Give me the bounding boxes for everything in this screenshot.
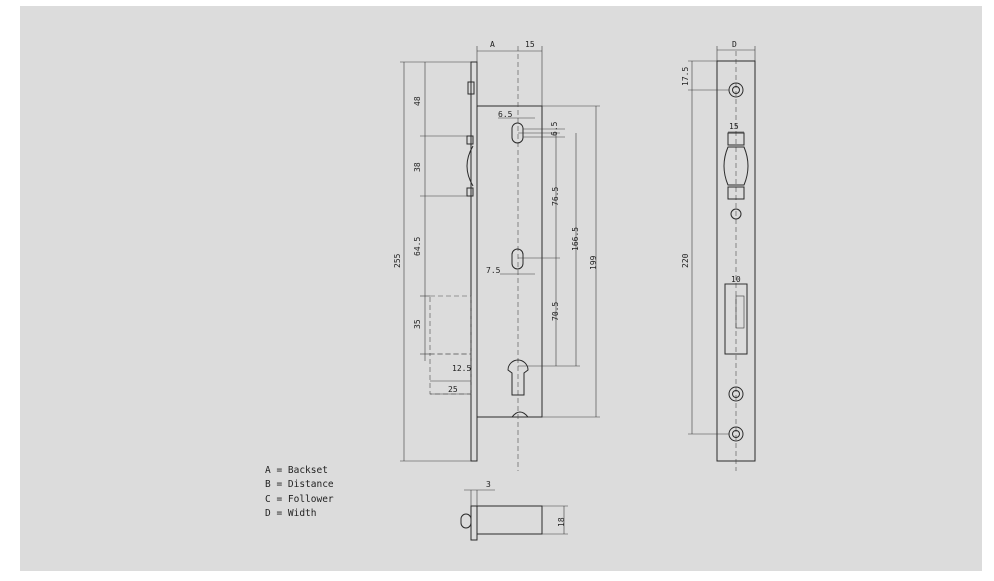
dim-latch-width: 15 [729,122,739,131]
deadbolt-throw-hidden [429,353,472,395]
dim-latch-to-center: 64.5 [413,237,422,256]
faceplate [470,61,478,462]
lock-case [477,105,543,418]
side-view [688,46,756,471]
bottom-view [460,489,568,541]
legend: A = Backset B = Distance C = Follower D … [265,465,334,519]
dim-deadbolt-height: 35 [413,319,422,329]
dim-deadbolt-width: 10 [731,275,741,284]
dim-deadbolt-throw: 25 [448,385,458,394]
dim-upper-slot-width: 6.5 [498,110,513,119]
cylinder-cutout [507,359,529,396]
drawing-canvas: A 15 6.5 6.5 48 38 64.5 35 255 76.5 166.… [20,6,982,571]
legend-item-b: B = Distance [265,479,334,490]
dim-top-hole: 17.5 [681,67,690,86]
dim-lower-slot-width: 7.5 [486,266,501,275]
case-notch [511,411,529,418]
dim-slot-to-cylinder: 166.5 [571,227,580,251]
side-latch-body [723,146,749,186]
screw-hole-middle [728,386,744,402]
legend-item-d: D = Width [265,508,316,519]
dim-plate-thickness: 3 [486,480,491,489]
dim-slot-spacing-upper: 76.5 [551,187,560,206]
dim-hole-spacing: 220 [681,253,690,268]
dim-lower-slot-to-cylinder: 70.5 [551,302,560,321]
latch-bottom [466,187,474,197]
dim-upper-slot-height: 6.5 [550,121,559,136]
bottom-faceplate [470,505,478,541]
deadbolt-hidden [429,295,472,355]
top-clip [467,81,475,95]
technical-drawing: A 15 6.5 6.5 48 38 64.5 35 255 76.5 166.… [265,40,756,541]
dim-latch-height: 38 [413,162,422,172]
dim-faceplate-offset: 15 [525,40,535,49]
latch-top [466,135,474,145]
dim-deadbolt-offset: 12.5 [452,364,471,373]
bottom-case [476,505,543,535]
side-latch-bottom [727,186,745,200]
dim-case-depth: 18 [557,517,566,527]
dim-overall-height: 255 [393,253,402,268]
legend-item-a: A = Backset [265,465,328,476]
dim-width: D [732,40,737,49]
side-latch-top [727,132,745,146]
latch-bevel [466,145,474,187]
side-small-hole [730,208,742,220]
bottom-cylinder-boss [460,513,472,529]
lower-follower-slot [511,248,524,270]
legend-item-c: C = Follower [265,494,334,505]
dim-top-to-latch: 48 [413,96,422,106]
front-view [400,46,600,471]
dim-backset: A [490,40,495,49]
dim-overall-case: 199 [589,255,598,270]
